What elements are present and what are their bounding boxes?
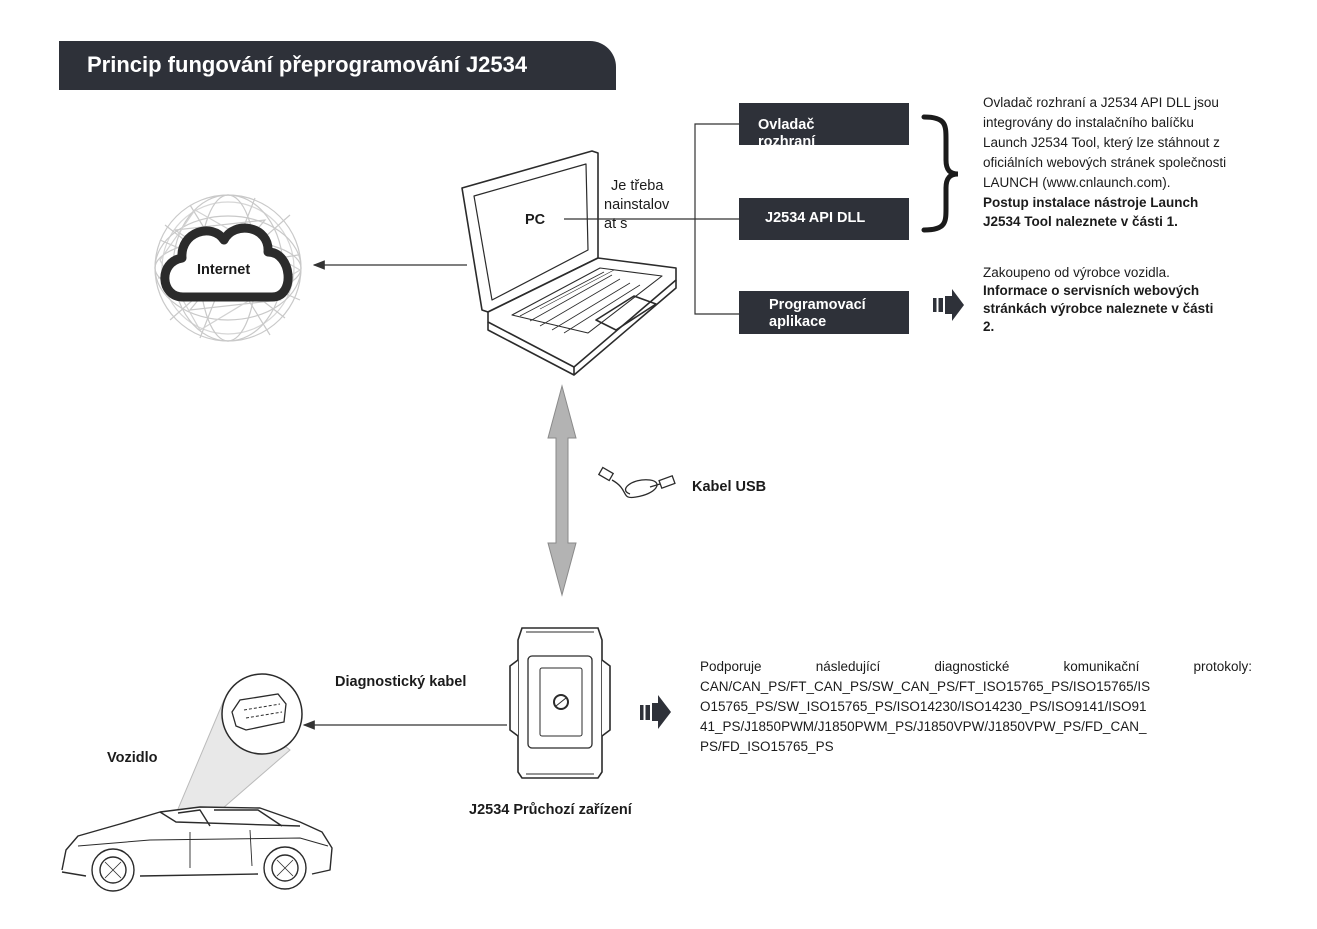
api-dll-box: J2534 API DLL	[739, 198, 909, 240]
protocols-word: diagnostické	[934, 659, 1010, 674]
description-line: integrovány do instalačního balíčku	[983, 115, 1194, 130]
double-arrow	[547, 384, 577, 597]
protocols-word: následující	[815, 659, 881, 674]
pc-label: PC	[525, 212, 546, 228]
pc-note-line: Je třeba	[611, 178, 664, 194]
interface-driver-label: Ovladač rozhraní	[758, 117, 816, 145]
pc-install-note: Je třeba nainstalov at s	[604, 177, 669, 234]
interface-driver-box: Ovladač rozhraní	[739, 103, 909, 145]
cloud-icon	[160, 223, 293, 302]
description-line: Ovladač rozhraní a J2534 API DLL jsou	[983, 95, 1219, 110]
page-title: Princip fungování přeprogramování J2534	[87, 52, 528, 77]
programming-app-line: aplikace	[769, 314, 827, 330]
diag-cable-label: Diagnostický kabel	[335, 674, 467, 690]
programming-app-label: Programovací aplikace	[769, 297, 866, 331]
obd-connector-icon	[221, 673, 303, 755]
arrow-icon	[640, 695, 671, 729]
car-icon	[61, 806, 333, 892]
description-bold-line: stránkách výrobce naleznete v části	[983, 301, 1214, 316]
description-bold-line: Informace o servisních webových	[983, 283, 1200, 298]
curly-brace	[921, 114, 959, 233]
protocols-line: CAN/CAN_PS/FT_CAN_PS/SW_CAN_PS/FT_ISO157…	[700, 679, 1151, 694]
usb-cable-icon	[597, 466, 676, 499]
description-bold-line: 2.	[983, 319, 995, 334]
description-line: Launch J2534 Tool, který lze stáhnout z	[983, 135, 1220, 150]
programming-app-box: Programovací aplikace	[739, 291, 909, 334]
protocols-intro: Podporuje následující diagnostické komun…	[700, 657, 1252, 677]
arrow-icon	[933, 289, 964, 321]
internet-label: Internet	[197, 262, 251, 278]
protocols-line: O15765_PS/SW_ISO15765_PS/ISO14230/ISO142…	[700, 699, 1147, 714]
description-line: LAUNCH (www.cnlaunch.com).	[983, 175, 1171, 190]
pc-note-line: at s	[604, 216, 628, 232]
laptop-icon	[461, 150, 677, 376]
description-bold-line: J2534 Tool naleznete v části 1.	[983, 214, 1178, 229]
api-dll-label: J2534 API DLL	[765, 210, 866, 226]
description-bold-line: Postup instalace nástroje Launch	[983, 195, 1199, 210]
description-line: Zakoupeno od výrobce vozidla.	[983, 265, 1170, 280]
programming-app-line: Programovací	[769, 297, 866, 313]
drivers-description: Ovladač rozhraní a J2534 API DLL jsou in…	[983, 93, 1226, 231]
protocols-word: Podporuje	[700, 659, 762, 674]
device-label: J2534 Průchozí zařízení	[469, 802, 632, 818]
usb-cable-label: Kabel USB	[692, 479, 767, 495]
pc-note-line: nainstalov	[604, 197, 670, 213]
protocols-line: PS/FD_ISO15765_PS	[700, 739, 834, 754]
protocols-word: komunikační	[1063, 659, 1140, 674]
vehicle-label: Vozidlo	[107, 750, 158, 766]
title-banner: Princip fungování přeprogramování J2534	[59, 41, 616, 90]
device-icon	[509, 627, 611, 779]
protocols-line: 41_PS/J1850PWM/J1850PWM_PS/J1850VPW/J185…	[700, 719, 1147, 734]
app-description: Zakoupeno od výrobce vozidla. Informace …	[983, 264, 1213, 336]
description-line: oficiálních webových stránek společnosti	[983, 155, 1227, 170]
protocols-text: Podporuje následující diagnostické komun…	[700, 657, 1252, 757]
protocols-word: protokoly:	[1193, 659, 1252, 674]
